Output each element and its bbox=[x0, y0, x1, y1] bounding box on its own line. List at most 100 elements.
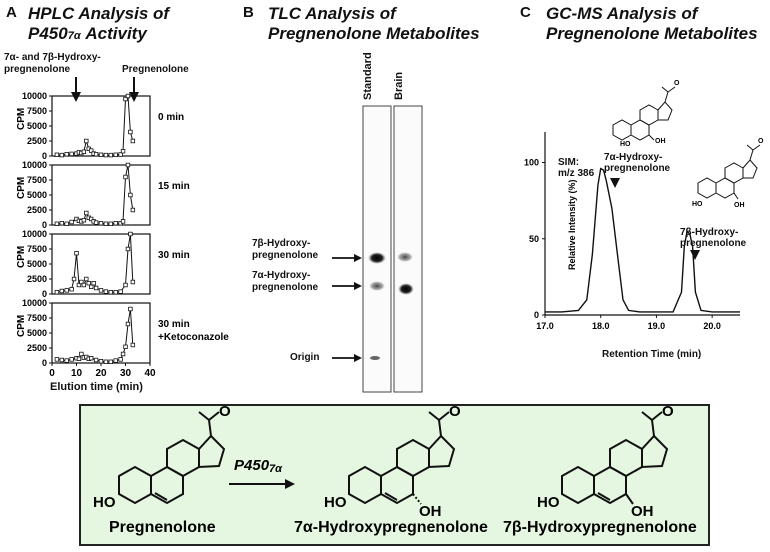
data-point bbox=[130, 138, 136, 144]
arrow-right-icon bbox=[354, 254, 362, 262]
data-point bbox=[84, 276, 89, 282]
data-point bbox=[113, 152, 118, 157]
data-point bbox=[93, 151, 99, 157]
data-point bbox=[123, 96, 128, 102]
y-tick-label: 7500 bbox=[27, 244, 47, 254]
y-tick-label: 0 bbox=[42, 289, 47, 299]
y-tick-label: 2500 bbox=[27, 136, 47, 146]
compound-label-pregnenolone: Pregnenolone bbox=[109, 519, 216, 536]
data-point bbox=[125, 321, 131, 327]
y-tick-label: 5000 bbox=[27, 328, 47, 338]
panel-c-title: GC-MS Analysis of Pregnenolone Metabolit… bbox=[546, 4, 758, 43]
tlc-spot bbox=[368, 252, 386, 264]
data-point bbox=[91, 280, 96, 286]
data-point bbox=[113, 220, 118, 226]
steroid-structure-7beta bbox=[697, 144, 761, 200]
data-point bbox=[59, 357, 64, 363]
tlc-label-origin: Origin bbox=[290, 352, 320, 363]
data-point bbox=[98, 288, 104, 293]
y-tick-label: 2500 bbox=[27, 205, 47, 215]
data-point bbox=[81, 217, 87, 223]
data-point bbox=[98, 358, 104, 364]
data-point bbox=[108, 221, 113, 226]
compound-label-7alpha: 7α-Hydroxypregnenolone bbox=[294, 519, 488, 536]
y-tick-label: 5000 bbox=[27, 259, 47, 269]
data-point bbox=[128, 231, 133, 237]
data-point bbox=[74, 250, 79, 256]
y-tick-label: 0 bbox=[534, 310, 539, 320]
data-point bbox=[89, 284, 94, 289]
lane-label-standard: Standard bbox=[362, 52, 374, 100]
y-axis-label: CPM bbox=[16, 315, 27, 337]
data-point bbox=[130, 279, 136, 285]
data-point bbox=[118, 289, 123, 294]
arrow-down-icon bbox=[690, 250, 700, 260]
series-line bbox=[56, 308, 134, 363]
subplot-frame bbox=[51, 302, 151, 364]
svg-text:O: O bbox=[449, 403, 461, 420]
svg-text:HO: HO bbox=[537, 494, 560, 511]
data-point bbox=[64, 288, 69, 293]
data-point bbox=[64, 151, 69, 157]
data-point bbox=[103, 152, 109, 158]
data-point bbox=[120, 148, 126, 154]
tlc-spot bbox=[398, 283, 414, 295]
data-point bbox=[118, 357, 123, 362]
y-tick-label: 7500 bbox=[27, 106, 47, 116]
data-point bbox=[108, 289, 113, 295]
tlc-label-7beta: 7β-Hydroxy- pregnenolone bbox=[252, 238, 319, 261]
lane-label-brain: Brain bbox=[393, 71, 405, 100]
data-point bbox=[123, 174, 128, 180]
x-tick-label: 20 bbox=[95, 368, 107, 379]
y-tick-label: 50 bbox=[529, 234, 539, 244]
x-tick-label: 30 bbox=[120, 368, 132, 379]
panel-b-title: TLC Analysis of Pregnenolone Metabolites bbox=[268, 4, 480, 43]
data-point bbox=[54, 152, 60, 157]
data-point bbox=[128, 192, 133, 198]
y-tick-label: 0 bbox=[42, 151, 47, 161]
7beta-hydroxypregnenolone-structure bbox=[561, 411, 669, 505]
data-point bbox=[81, 149, 87, 154]
panel-c-letter: C bbox=[520, 4, 531, 21]
arrow-right-icon bbox=[285, 479, 295, 489]
y-tick-label: 7500 bbox=[27, 313, 47, 323]
data-point bbox=[81, 282, 87, 288]
tlc-plate bbox=[332, 105, 423, 393]
data-point bbox=[59, 152, 64, 158]
data-point bbox=[103, 359, 109, 364]
data-point bbox=[123, 282, 128, 288]
gcms-trace bbox=[545, 167, 740, 313]
steroid-structure-7alpha bbox=[612, 86, 676, 141]
arrow-right-icon bbox=[354, 282, 362, 290]
peak2-label: 7β-Hydroxy- pregnenolone bbox=[680, 227, 747, 249]
x-tick-label: 17.0 bbox=[536, 321, 554, 331]
x-tick-label: 10 bbox=[71, 368, 83, 379]
svg-text:O: O bbox=[758, 138, 764, 145]
y-axis-label: CPM bbox=[16, 108, 27, 130]
data-point bbox=[54, 221, 60, 226]
y-tick-label: 2500 bbox=[27, 343, 47, 353]
arrow-right-icon bbox=[354, 354, 362, 362]
data-point bbox=[128, 306, 133, 312]
panel-a-xlabel: Elution time (min) bbox=[50, 381, 143, 393]
data-point bbox=[64, 358, 69, 363]
y-tick-label: 10000 bbox=[22, 229, 47, 239]
data-point bbox=[120, 351, 126, 357]
subplot-label: 15 min bbox=[158, 181, 190, 192]
data-point bbox=[108, 152, 113, 158]
reaction-scheme: HO O Pregnenolone P4507α HO OH O 7α-Hydr… bbox=[93, 403, 697, 536]
x-tick-label: 19.0 bbox=[648, 321, 666, 331]
data-point bbox=[59, 220, 64, 226]
y-tick-label: 5000 bbox=[27, 190, 47, 200]
x-tick-label: 0 bbox=[49, 368, 55, 379]
data-point bbox=[125, 246, 131, 252]
lane-brain bbox=[393, 105, 423, 393]
data-point bbox=[123, 344, 128, 349]
tlc-origin-mark bbox=[370, 356, 380, 360]
data-point bbox=[86, 280, 91, 286]
subplot-label: 30 min bbox=[158, 319, 190, 330]
data-point bbox=[93, 285, 99, 291]
hydroxy-annotation: 7α- and 7β-Hydroxy- pregnenolone bbox=[4, 52, 101, 75]
x-tick-label: 18.0 bbox=[592, 321, 610, 331]
y-tick-label: 10000 bbox=[22, 91, 47, 101]
